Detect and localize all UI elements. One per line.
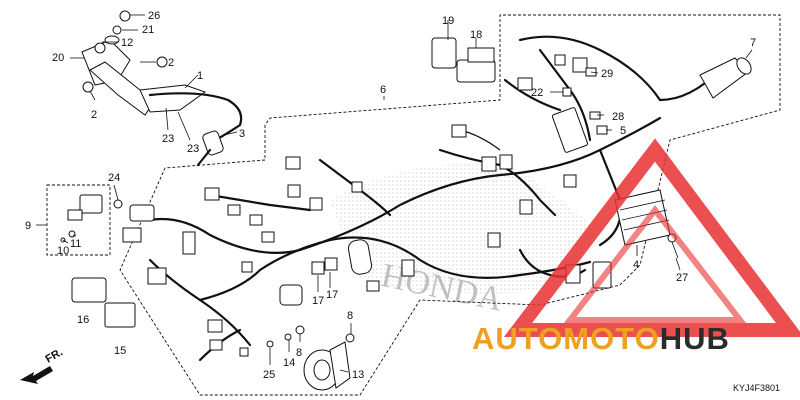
honda-watermark: HONDA [330, 164, 600, 319]
callout-12: 12 [121, 37, 133, 49]
callout-8-top: 8 [347, 310, 353, 322]
washer-8 [295, 325, 305, 335]
callout-14: 14 [283, 357, 295, 369]
logo-triangle-icon [503, 138, 800, 337]
diagram-code: KYJ4F3801 [733, 383, 780, 393]
fuse-cap-7 [699, 57, 752, 99]
logo-text-moto: MOTO [563, 321, 659, 356]
callout-19: 19 [442, 15, 454, 27]
callout-1: 1 [197, 70, 203, 82]
callout-13: 13 [352, 369, 364, 381]
callout-17-left: 17 [312, 295, 324, 307]
callout-2-left: 2 [91, 109, 97, 121]
bolt-8 [345, 333, 355, 343]
connector-17b [324, 257, 338, 271]
harness-group-outline [119, 14, 781, 396]
callout-7: 7 [750, 37, 756, 49]
bolt-25 [266, 340, 274, 348]
callout-15: 15 [114, 345, 126, 357]
callout-5: 5 [620, 125, 626, 137]
callout-9: 9 [25, 220, 31, 232]
logo-text-auto: AUTO [472, 321, 563, 356]
arrow-icon [20, 366, 53, 384]
bolt-2-left [82, 81, 94, 93]
callout-4: 4 [633, 259, 639, 271]
automotohub-logo: AUTOMOTOHUB [472, 138, 800, 356]
relay-15 [104, 302, 136, 328]
harness-connectors [122, 54, 612, 357]
part-22 [562, 87, 572, 97]
callout-18: 18 [470, 29, 482, 41]
callout-11: 11 [70, 238, 81, 250]
part-28 [589, 111, 601, 120]
callout-17-right: 17 [326, 289, 338, 301]
connector-17a [311, 261, 325, 275]
callout-21: 21 [142, 24, 154, 36]
part-5 [596, 125, 608, 135]
callout-27: 27 [676, 272, 688, 284]
relay-16 [71, 277, 107, 303]
callout-22: 22 [531, 87, 543, 99]
callout-26: 26 [148, 10, 160, 22]
connector-group-9 [46, 184, 123, 256]
callout-20: 20 [52, 52, 64, 64]
horn-13 [303, 341, 351, 391]
callout-8-bottom: 8 [296, 347, 302, 359]
logo-text: AUTOMOTOHUB [472, 321, 730, 356]
callout-25: 25 [263, 369, 275, 381]
leader-lines [36, 14, 753, 373]
direction-label: FR. [44, 346, 65, 365]
callout-24: 24 [108, 172, 120, 184]
callout-10: 10 [57, 245, 69, 257]
callout-6: 6 [380, 84, 386, 96]
callout-23-right: 23 [187, 143, 199, 155]
callout-16: 16 [77, 314, 89, 326]
front-direction-indicator: FR. [20, 346, 65, 384]
callout-23-left: 23 [162, 133, 174, 145]
callout-2-top: 2 [168, 57, 174, 69]
callout-3: 3 [239, 128, 245, 140]
callout-28: 28 [612, 111, 624, 123]
callout-29: 29 [601, 68, 613, 80]
nut-14 [284, 333, 292, 341]
logo-text-hub: HUB [660, 321, 730, 356]
relay-box-18-19 [431, 37, 496, 83]
callout-numbers: 26 21 12 20 2 1 2 23 23 3 6 19 18 7 29 2… [25, 10, 756, 381]
